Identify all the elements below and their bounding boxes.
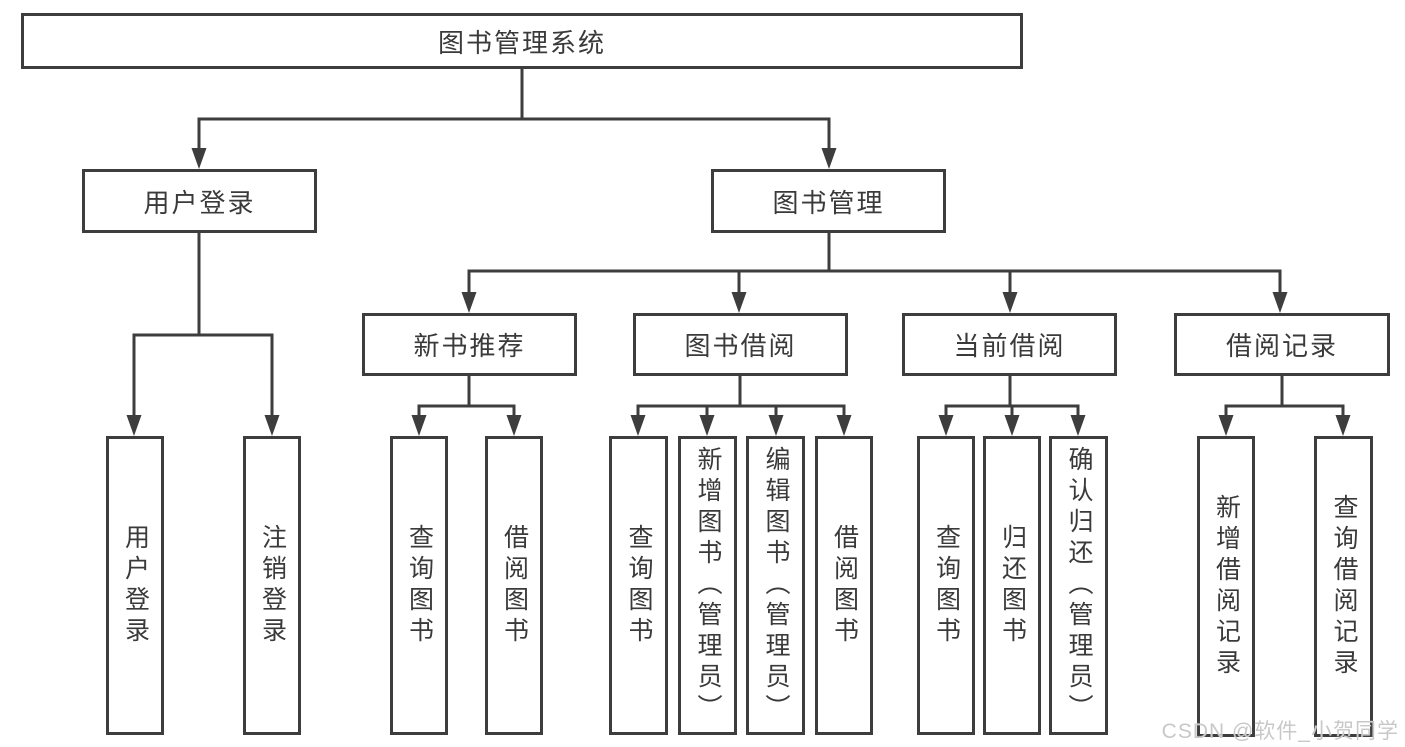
node-current-borrowing: 当前借阅: [902, 313, 1117, 376]
leaf-query-books-current-label: 查询图书: [932, 523, 961, 648]
leaf-logout-label: 注销登录: [258, 523, 287, 648]
node-book-borrowing: 图书借阅: [633, 313, 848, 376]
node-borrowing-records: 借阅记录: [1174, 313, 1390, 376]
leaf-query-borrowing-record-label: 查询借阅记录: [1330, 493, 1358, 680]
node-book-borrowing-label: 图书借阅: [684, 331, 797, 361]
leaf-user-login-label: 用户登录: [121, 523, 150, 648]
node-book-management: 图书管理: [711, 169, 946, 233]
leaf-add-borrowing-record-label: 新增借阅记录: [1212, 493, 1241, 680]
csdn-watermark: CSDN @软件_小贺同学: [1161, 720, 1399, 743]
leaf-add-books-admin: 新增图书（管理员）: [678, 436, 737, 735]
node-library-management-system-label: 图书管理系统: [437, 27, 606, 58]
node-current-borrowing-label: 当前借阅: [953, 331, 1066, 361]
leaf-edit-books-admin: 编辑图书（管理员）: [746, 436, 805, 735]
leaf-edit-books-admin-label: 编辑图书（管理员）: [762, 446, 790, 725]
node-library-management-system: 图书管理系统: [21, 13, 1023, 69]
node-new-book-recommendation-label: 新书推荐: [413, 331, 526, 361]
leaf-user-login: 用户登录: [106, 436, 164, 735]
leaf-borrow-books-label: 借阅图书: [830, 523, 859, 648]
leaf-add-borrowing-record: 新增借阅记录: [1197, 436, 1255, 737]
leaf-query-books-current: 查询图书: [917, 436, 975, 735]
node-new-book-recommendation: 新书推荐: [362, 313, 577, 376]
leaf-borrow-books: 借阅图书: [815, 436, 873, 735]
leaf-add-books-admin-label: 新增图书（管理员）: [694, 446, 722, 725]
leaf-confirm-return-admin-label: 确认归还（管理员）: [1065, 446, 1093, 725]
leaf-query-books-recommendation-label: 查询图书: [405, 523, 434, 648]
leaf-query-books-borrowing-label: 查询图书: [625, 523, 653, 648]
leaf-confirm-return-admin: 确认归还（管理员）: [1049, 436, 1108, 735]
leaf-return-books: 归还图书: [983, 436, 1041, 735]
leaf-query-borrowing-record: 查询借阅记录: [1314, 436, 1373, 737]
leaf-query-books-recommendation: 查询图书: [390, 436, 448, 735]
leaf-query-books-borrowing: 查询图书: [609, 436, 668, 735]
node-user-login: 用户登录: [82, 169, 317, 233]
leaf-borrow-books-recommendation-label: 借阅图书: [500, 523, 529, 648]
node-book-management-label: 图书管理: [772, 187, 885, 218]
node-user-login-label: 用户登录: [143, 187, 256, 218]
leaf-return-books-label: 归还图书: [998, 523, 1027, 648]
leaf-borrow-books-recommendation: 借阅图书: [485, 436, 543, 735]
node-borrowing-records-label: 借阅记录: [1225, 331, 1338, 361]
leaf-logout: 注销登录: [243, 436, 301, 735]
